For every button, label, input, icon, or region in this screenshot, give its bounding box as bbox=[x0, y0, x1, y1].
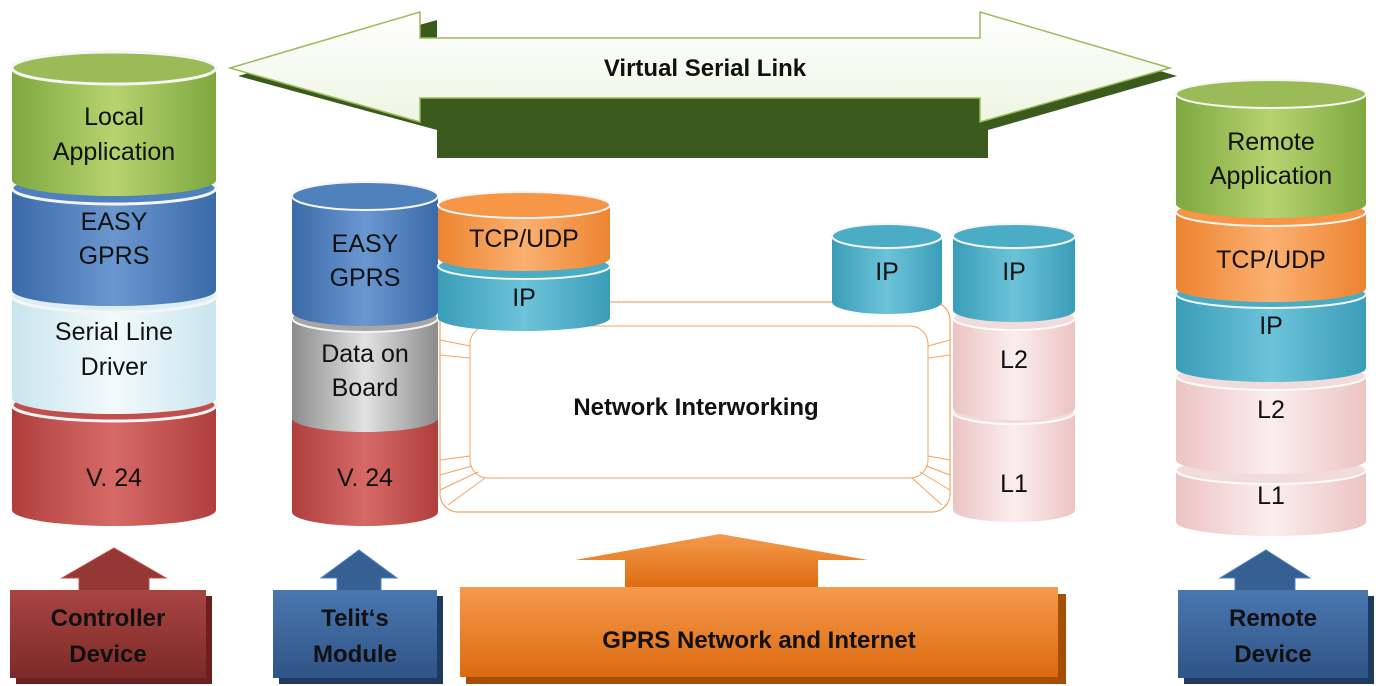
remote-application-layer: Remote Application bbox=[1175, 79, 1367, 218]
controller-local-application-layer: Local Application bbox=[10, 50, 218, 196]
svg-text:V. 24: V. 24 bbox=[86, 464, 142, 492]
svg-text:IP: IP bbox=[875, 258, 899, 286]
module-easy-gprs-layer: EASY GPRS bbox=[291, 181, 439, 326]
svg-text:GPRS Network and Internet: GPRS Network and Internet bbox=[602, 627, 915, 654]
svg-text:L2: L2 bbox=[1000, 346, 1028, 374]
network-device-box: GPRS Network and Internet bbox=[460, 587, 1066, 684]
module-stack: V. 24 Data on Board EASY GPRS IP TCP/UDP bbox=[291, 181, 611, 526]
svg-text:Module: Module bbox=[313, 641, 397, 668]
svg-text:Driver: Driver bbox=[81, 353, 148, 381]
virtual-serial-link-label: Virtual Serial Link bbox=[604, 55, 807, 82]
svg-text:L2: L2 bbox=[1257, 396, 1285, 424]
network-interworking-box: Network Interworking bbox=[439, 301, 951, 513]
svg-text:Serial Line: Serial Line bbox=[55, 318, 173, 346]
svg-text:Device: Device bbox=[69, 641, 146, 668]
svg-text:L1: L1 bbox=[1000, 470, 1028, 498]
router-l2-layer: L2 bbox=[952, 305, 1076, 420]
router-ip-left-layer: IP bbox=[831, 223, 943, 314]
network-interworking-label: Network Interworking bbox=[573, 394, 818, 421]
svg-text:L1: L1 bbox=[1257, 482, 1285, 510]
svg-text:GPRS: GPRS bbox=[79, 242, 150, 270]
svg-text:Remote: Remote bbox=[1229, 605, 1317, 632]
svg-text:V. 24: V. 24 bbox=[337, 464, 393, 492]
virtual-serial-link-arrow: Virtual Serial Link bbox=[227, 10, 1177, 158]
network-up-arrow bbox=[575, 534, 868, 590]
svg-text:Remote: Remote bbox=[1227, 128, 1315, 156]
svg-text:IP: IP bbox=[512, 284, 536, 312]
svg-text:EASY: EASY bbox=[332, 230, 399, 258]
svg-text:Application: Application bbox=[53, 138, 175, 166]
remote-device-box: Remote Device bbox=[1178, 590, 1374, 684]
svg-text:TCP/UDP: TCP/UDP bbox=[1216, 246, 1326, 274]
svg-text:IP: IP bbox=[1259, 312, 1283, 340]
controller-stack: V. 24 Serial Line Driver EASY GPRS Local… bbox=[10, 50, 218, 526]
router-stack: IP L1 L2 IP bbox=[831, 223, 1076, 522]
remote-stack: L1 L2 IP TCP/UDP Remote Application bbox=[1175, 79, 1367, 536]
svg-text:Telit‘s: Telit‘s bbox=[321, 605, 389, 632]
svg-text:IP: IP bbox=[1002, 258, 1026, 286]
module-tcp-udp-layer: TCP/UDP bbox=[437, 191, 611, 271]
router-ip-right-layer: IP bbox=[952, 223, 1076, 322]
controller-device-box: Controller Device bbox=[10, 590, 212, 684]
svg-text:GPRS: GPRS bbox=[330, 264, 401, 292]
svg-text:Device: Device bbox=[1234, 641, 1311, 668]
module-v24-layer: V. 24 bbox=[292, 412, 438, 526]
svg-text:Controller: Controller bbox=[51, 605, 166, 632]
svg-text:EASY: EASY bbox=[81, 208, 148, 236]
svg-text:Board: Board bbox=[332, 374, 399, 402]
svg-text:TCP/UDP: TCP/UDP bbox=[469, 225, 579, 253]
svg-text:Data on: Data on bbox=[321, 340, 409, 368]
module-device-box: Telit‘s Module bbox=[273, 590, 443, 684]
svg-text:Local: Local bbox=[84, 103, 144, 131]
svg-text:Application: Application bbox=[1210, 162, 1332, 190]
